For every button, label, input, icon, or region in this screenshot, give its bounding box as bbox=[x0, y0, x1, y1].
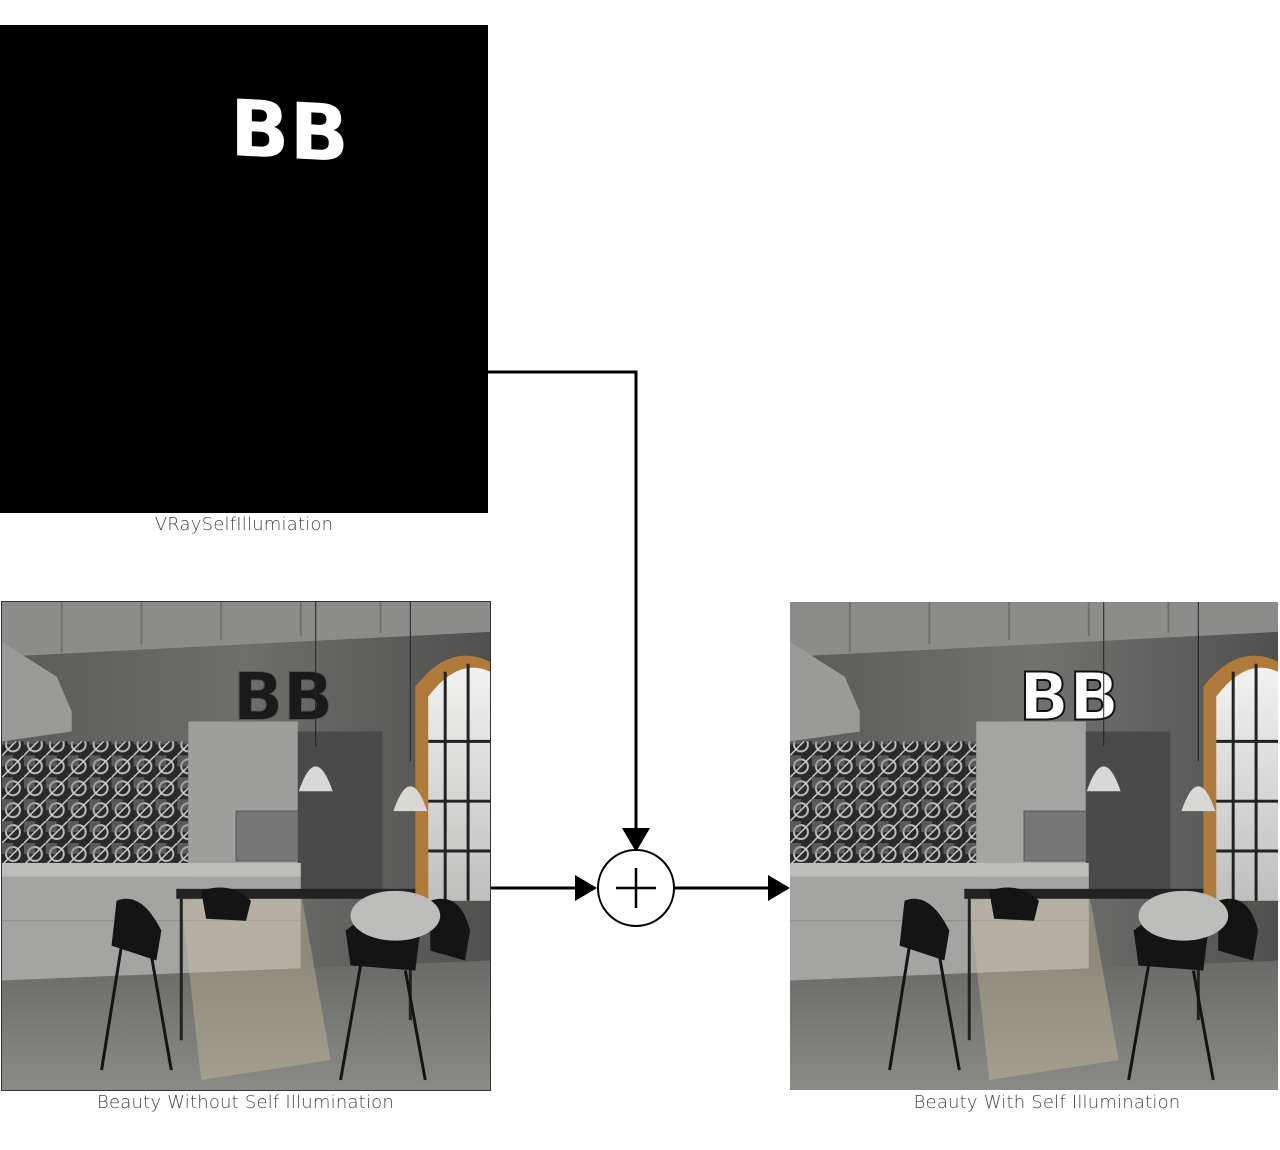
self-illumination-connector bbox=[488, 370, 638, 828]
beauty-with-caption: Beauty With Self Illumination bbox=[913, 1092, 1181, 1113]
self-illumination-image: BB bbox=[0, 25, 488, 513]
beauty-without-caption: Beauty Without Self Illumination bbox=[97, 1092, 394, 1113]
down-arrowhead bbox=[622, 828, 650, 852]
self-illumination-render: BB bbox=[0, 25, 488, 513]
kitchen-render-without: BB bbox=[2, 602, 490, 1090]
beauty-without-render: BB bbox=[1, 601, 491, 1091]
glowing-logo: BB bbox=[230, 84, 349, 180]
lit-logo: BB bbox=[1019, 659, 1119, 736]
logo-letter-large: BB bbox=[230, 84, 349, 180]
kitchen-render-with: BB bbox=[790, 602, 1278, 1090]
right-arrowhead-out bbox=[768, 875, 790, 901]
right-arrowhead-in bbox=[575, 875, 597, 901]
self-illumination-caption: VRaySelfIllumiation bbox=[154, 514, 334, 535]
beauty-with-render: BB bbox=[789, 602, 1279, 1090]
unlit-logo: BB bbox=[233, 659, 333, 736]
